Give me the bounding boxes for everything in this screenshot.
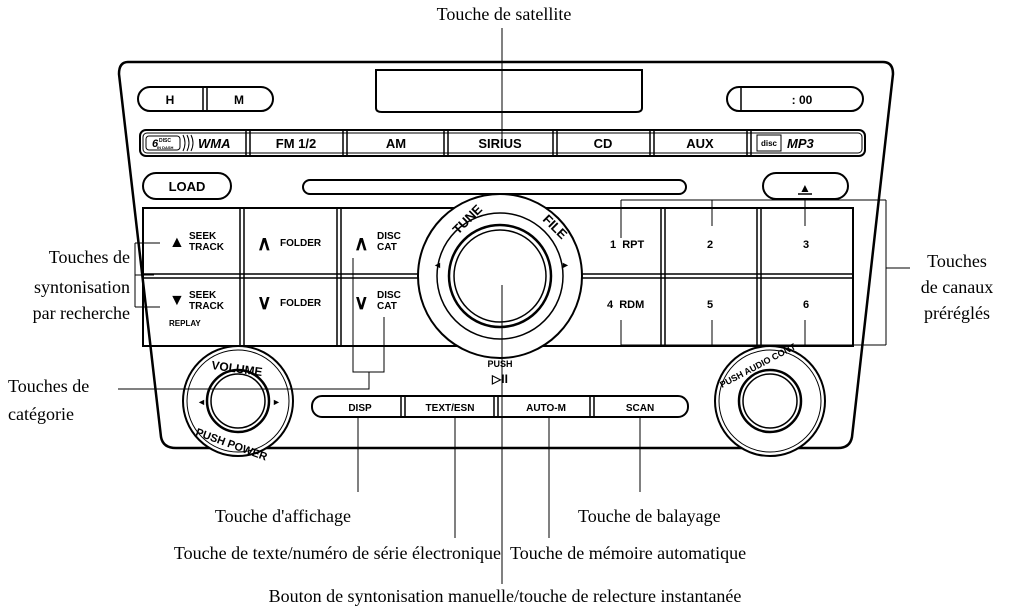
category-leader	[118, 258, 385, 390]
seek-up-label-1: SEEK	[189, 231, 217, 242]
presets-caption-3: préréglés	[924, 303, 990, 323]
preset-4-rdm-button[interactable]: 4 RDM	[607, 299, 644, 311]
disc-badge-number: 6	[152, 138, 159, 150]
text-esn-caption: Touche de texte/numéro de série électron…	[173, 543, 501, 563]
minute-button[interactable]: M	[234, 93, 244, 107]
play-pause-icon: ▷II	[491, 372, 508, 386]
load-button[interactable]: LOAD	[169, 179, 206, 194]
preset-6-button[interactable]: 6	[803, 299, 809, 311]
preset-2-button[interactable]: 2	[707, 239, 713, 251]
panel-outline	[117, 60, 895, 450]
seek-caption-3: par recherche	[32, 303, 130, 323]
volume-right-arrow-icon: ►	[272, 397, 281, 407]
source-fm-button[interactable]: FM 1/2	[276, 136, 316, 151]
scan-button[interactable]: SCAN	[626, 403, 654, 414]
presets-leader	[620, 199, 910, 346]
folder-down-icon[interactable]: ∨	[257, 292, 272, 314]
seek-down-label-2: TRACK	[189, 301, 225, 312]
volume-ring	[182, 345, 294, 457]
folder-up-label: FOLDER	[280, 238, 322, 249]
audio-ring	[714, 345, 826, 457]
source-am-button[interactable]: AM	[386, 136, 406, 151]
seek-down-arrow-icon[interactable]: ▼	[169, 292, 185, 309]
seek-caption-1: Touches de	[48, 247, 130, 267]
tune-left-arrow-icon: ◄	[433, 260, 442, 270]
source-aux-button[interactable]: AUX	[686, 136, 714, 151]
seek-up-arrow-icon[interactable]: ▲	[169, 234, 185, 251]
tune-knob[interactable]	[447, 223, 553, 329]
seek-caption-2: syntonisation	[33, 277, 130, 297]
disc-down-label-2: CAT	[377, 301, 397, 312]
seek-down-label-1: SEEK	[189, 290, 217, 301]
disp-button[interactable]: DISP	[348, 403, 372, 414]
mp3-logo: MP3	[787, 136, 815, 151]
load-button-outline[interactable]	[142, 172, 232, 200]
disc-up-icon[interactable]: ∧	[354, 233, 369, 255]
display-caption: Touche d'affichage	[214, 506, 351, 526]
disc-up-label-2: CAT	[377, 242, 397, 253]
cd-slot	[302, 179, 687, 195]
disc-down-label-1: DISC	[377, 290, 401, 301]
preset-1-rpt-button[interactable]: 1 RPT	[610, 239, 645, 251]
preset-5-button[interactable]: 5	[707, 299, 713, 311]
hm-button-outline[interactable]	[137, 86, 274, 112]
disc-up-label-1: DISC	[377, 231, 401, 242]
category-caption-2: catégorie	[8, 404, 74, 424]
folder-up-icon[interactable]: ∧	[257, 233, 272, 255]
scan-caption: Touche de balayage	[578, 506, 721, 526]
disc-badge-text: DISC	[159, 138, 171, 144]
seek-leader	[134, 242, 160, 308]
display-screen	[375, 69, 643, 113]
eject-button-outline[interactable]	[762, 172, 849, 200]
file-right-arrow-icon: ►	[561, 260, 570, 270]
clock-button-outline[interactable]	[726, 86, 864, 112]
compact-disc-icon	[756, 134, 782, 152]
volume-left-arrow-icon: ◄	[197, 397, 206, 407]
volume-knob[interactable]	[205, 368, 271, 434]
bottom-button-row	[311, 395, 689, 418]
auto-m-button[interactable]: AUTO-M	[526, 403, 566, 414]
text-esn-button[interactable]: TEXT/ESN	[426, 403, 475, 414]
source-cd-button[interactable]: CD	[594, 136, 613, 151]
seek-up-label-2: TRACK	[189, 242, 225, 253]
wma-logo: WMA	[198, 136, 231, 151]
push-label: PUSH	[487, 359, 512, 369]
clock-button[interactable]: : 00	[792, 93, 813, 107]
eject-icon[interactable]: ▲	[799, 181, 811, 195]
disc-down-icon[interactable]: ∨	[354, 292, 369, 314]
satellite-caption: Touche de satellite	[436, 4, 572, 24]
hour-button[interactable]: H	[166, 93, 175, 107]
tune-knob-caption: Bouton de syntonisation manuelle/touche …	[268, 586, 742, 606]
folder-down-label: FOLDER	[280, 298, 322, 309]
presets-caption-1: Touches	[927, 251, 987, 271]
preset-3-button[interactable]: 3	[803, 239, 809, 251]
replay-label: REPLAY	[169, 319, 201, 328]
presets-caption-2: de canaux	[920, 277, 994, 297]
disc-badge-subtext: IN DASH	[157, 145, 174, 150]
auto-memory-caption: Touche de mémoire automatique	[510, 543, 747, 563]
compact-disc-logo: disc	[761, 139, 778, 148]
category-caption-1: Touches de	[8, 376, 90, 396]
tune-ring-outer	[417, 193, 583, 359]
audio-control-knob[interactable]	[737, 368, 803, 434]
source-sirius-button[interactable]: SIRIUS	[478, 136, 522, 151]
